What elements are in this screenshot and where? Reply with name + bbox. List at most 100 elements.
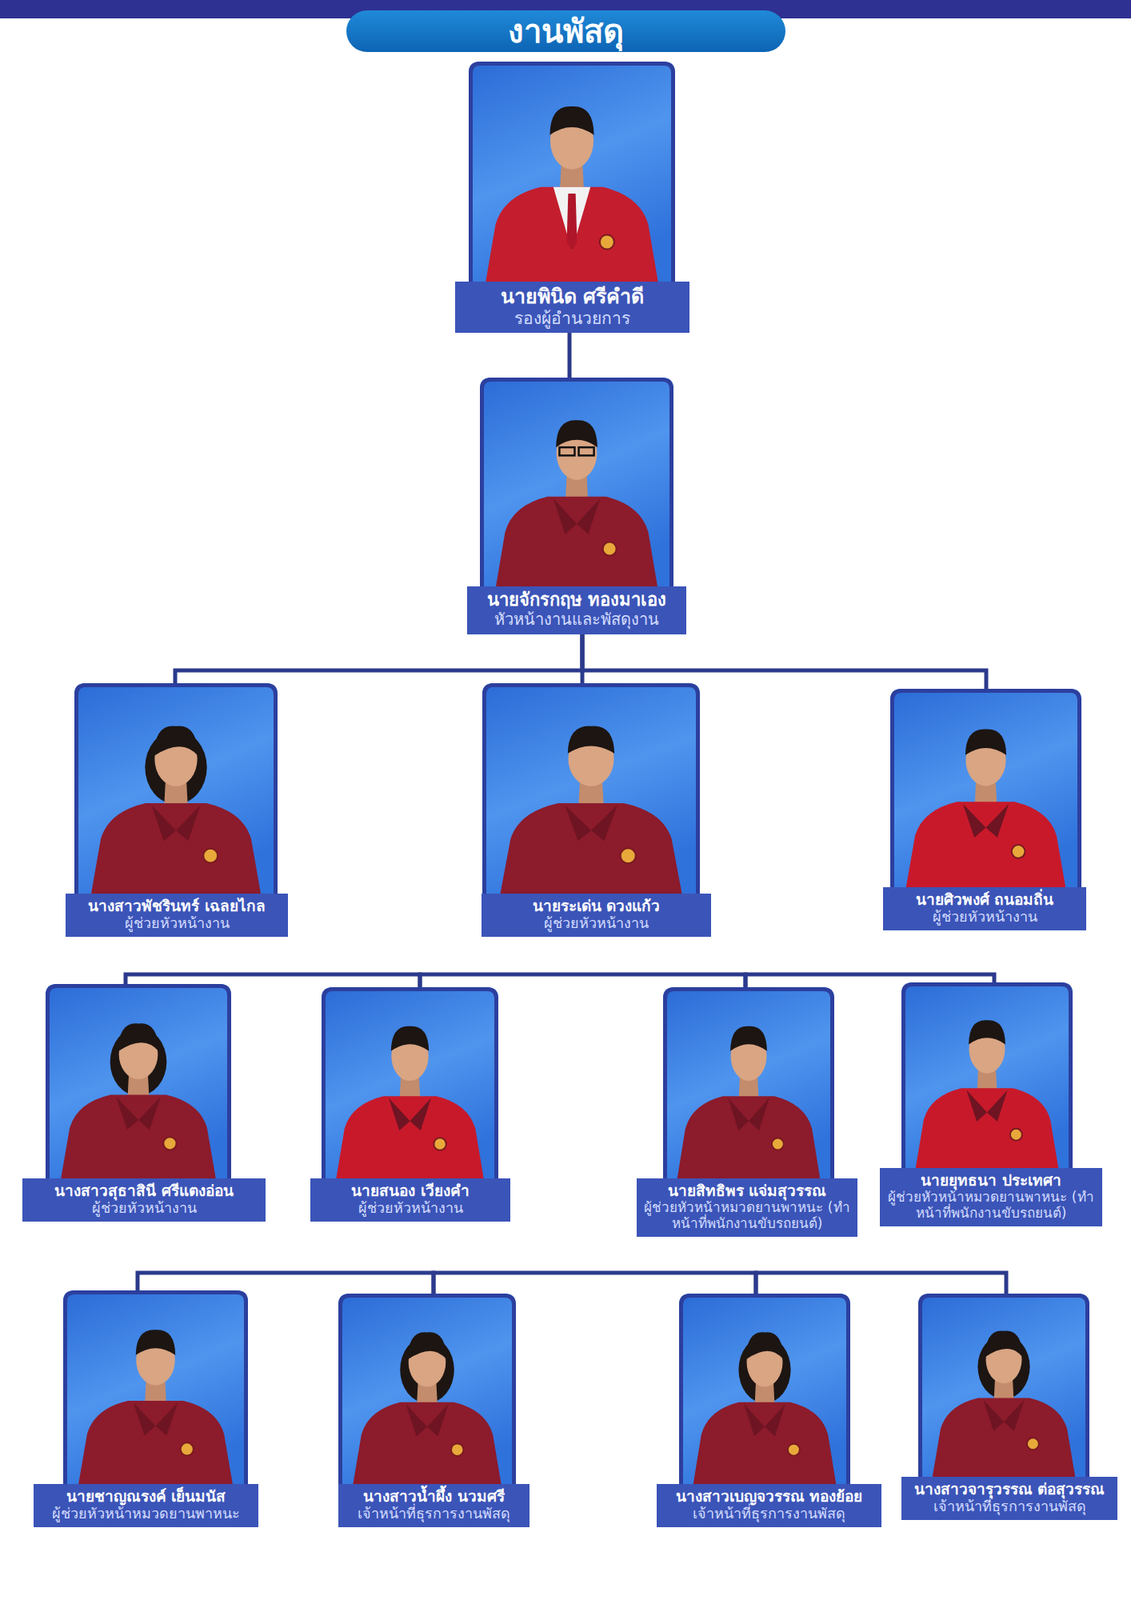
- hair: [965, 729, 1007, 756]
- name-plate: นายจักรกฤษ ทองมาเองหัวหน้างานและพัสดุงาน: [467, 586, 687, 635]
- photo-frame: [681, 1295, 849, 1488]
- badge: [203, 848, 218, 864]
- badge: [599, 234, 615, 249]
- photo-frame: [47, 986, 230, 1183]
- collar: [966, 1090, 988, 1122]
- hair: [391, 1026, 429, 1052]
- position-title: เจ้าหน้าที่ธุรการงานพัสดุ: [343, 1504, 525, 1522]
- badge: [787, 1443, 800, 1456]
- person-card: นางสาวจารุวรรณ ต่อสุวรรณเจ้าหน้าที่ธุรกา…: [901, 1293, 1118, 1520]
- hair: [549, 106, 594, 136]
- name-plate: นายศิวพงศ์ ถนอมถิ่นผู้ช่วยหัวหน้างาน: [883, 887, 1087, 931]
- photo-frame: [482, 379, 672, 591]
- position-title: ผู้ช่วยหัวหน้างาน: [887, 907, 1082, 925]
- shirt: [60, 1095, 217, 1182]
- position-title: หัวหน้างานและพัสดุงาน: [471, 610, 682, 630]
- badge: [163, 1136, 176, 1150]
- collar: [591, 805, 618, 842]
- photo-frame: [484, 685, 699, 898]
- photo-ground: [338, 1293, 516, 1487]
- photo-ground: [74, 683, 278, 897]
- person-name: นางสาวเบญจวรรณ ทองย้อย: [661, 1486, 877, 1505]
- person-name: นางสาวสุธาสินี ศรีแตงอ่อน: [27, 1181, 261, 1199]
- position-title: ผู้ช่วยหัวหน้างาน: [27, 1198, 261, 1216]
- shirt: [692, 1402, 837, 1487]
- collar: [155, 1402, 179, 1435]
- collar: [1003, 1399, 1025, 1431]
- title-text: งานพัสดุ: [507, 13, 624, 49]
- glasses: [579, 447, 595, 456]
- person-name: นายสนอง เวียงคำ: [315, 1181, 506, 1199]
- person-photo: [890, 688, 1082, 891]
- person-photo: [901, 982, 1073, 1171]
- photo-ground: [63, 1290, 248, 1487]
- person-name: นายระเด่น ดวงแก้ว: [486, 896, 707, 915]
- person-name: นายจักรกฤษ ทองมาเอง: [471, 589, 682, 611]
- photo-ground: [479, 377, 674, 590]
- collar: [987, 1090, 1008, 1122]
- person-photo: [338, 1293, 516, 1487]
- collar: [427, 1403, 449, 1436]
- person-card: นายยุทธนา ประเทศาผู้ช่วยหัวหน้าหมวดยานพา…: [879, 982, 1103, 1227]
- shirt: [915, 1087, 1060, 1171]
- collar: [405, 1403, 428, 1436]
- collar: [564, 805, 592, 842]
- person-card: นายศิวพงศ์ ถนอมถิ่นผู้ช่วยหัวหน้างาน: [883, 688, 1087, 931]
- shirt: [90, 803, 261, 897]
- position-title: ผู้ช่วยหัวหน้าหมวดยานพาหนะ (ทำหน้าที่พนั…: [641, 1198, 853, 1231]
- hair: [968, 1019, 1006, 1044]
- person-name: นายพินิด ศรีคำดี: [459, 284, 685, 309]
- badge: [180, 1442, 194, 1455]
- position-title: ผู้ช่วยหัวหน้างาน: [315, 1198, 506, 1216]
- collar: [388, 1098, 411, 1131]
- shirt: [495, 496, 658, 590]
- person-photo: [918, 1293, 1090, 1480]
- hair: [153, 725, 199, 756]
- photo-frame: [340, 1295, 515, 1488]
- person-photo: [663, 987, 835, 1182]
- person-photo: [45, 983, 232, 1182]
- hair: [984, 1330, 1023, 1357]
- shirt: [931, 1398, 1076, 1480]
- person-photo: [468, 61, 676, 285]
- badge: [433, 1137, 446, 1150]
- collar: [764, 1403, 786, 1436]
- person-name: นางสาวจารุวรรณ ต่อสุวรรณ: [906, 1479, 1113, 1498]
- collar: [986, 803, 1010, 838]
- position-title: ผู้ช่วยหัวหน้างาน: [70, 914, 284, 932]
- collar: [553, 498, 577, 534]
- person-card: นางสาวเบญจวรรณ ทองย้อยเจ้าหน้าที่ธุรการง…: [656, 1293, 882, 1527]
- person-name: นายยุทธนา ประเทศา: [884, 1170, 1098, 1189]
- position-title: ผู้ช่วยหัวหน้างาน: [486, 914, 707, 932]
- position-title: เจ้าหน้าที่ธุรการงานพัสดุ: [661, 1504, 877, 1522]
- badge: [1011, 844, 1026, 859]
- badge: [1010, 1128, 1023, 1141]
- collar: [175, 805, 200, 842]
- hair: [117, 1023, 159, 1052]
- photo-frame: [920, 1295, 1088, 1481]
- badge: [603, 542, 617, 556]
- collar: [115, 1096, 139, 1130]
- person-card: นางสาวพัชรินทร์ เฉลยไกลผู้ช่วยหัวหน้างาน: [65, 683, 288, 937]
- title-banner: งานพัสดุ: [346, 10, 786, 52]
- hair: [135, 1329, 176, 1355]
- photo-ground: [321, 987, 499, 1182]
- shirt: [485, 187, 660, 285]
- shirt: [352, 1402, 502, 1487]
- glasses: [559, 447, 575, 456]
- photo-ground: [890, 688, 1082, 891]
- photo-ground: [45, 983, 232, 1182]
- photo-ground: [468, 61, 676, 285]
- shirt: [676, 1095, 821, 1182]
- org-connector: [755, 1272, 1007, 1294]
- person-card: นายพินิด ศรีคำดีรองผู้อำนวยการ: [455, 61, 690, 333]
- person-card: นายระเด่น ดวงแก้วผู้ช่วยหัวหน้างาน: [481, 683, 712, 937]
- org-connector: [567, 332, 572, 378]
- photo-ground: [482, 683, 700, 897]
- hair: [407, 1331, 448, 1359]
- white-shirt: [553, 187, 591, 252]
- org-connector: [175, 634, 583, 684]
- person-photo: [482, 683, 700, 897]
- photo-frame: [323, 989, 497, 1183]
- badge: [451, 1442, 464, 1456]
